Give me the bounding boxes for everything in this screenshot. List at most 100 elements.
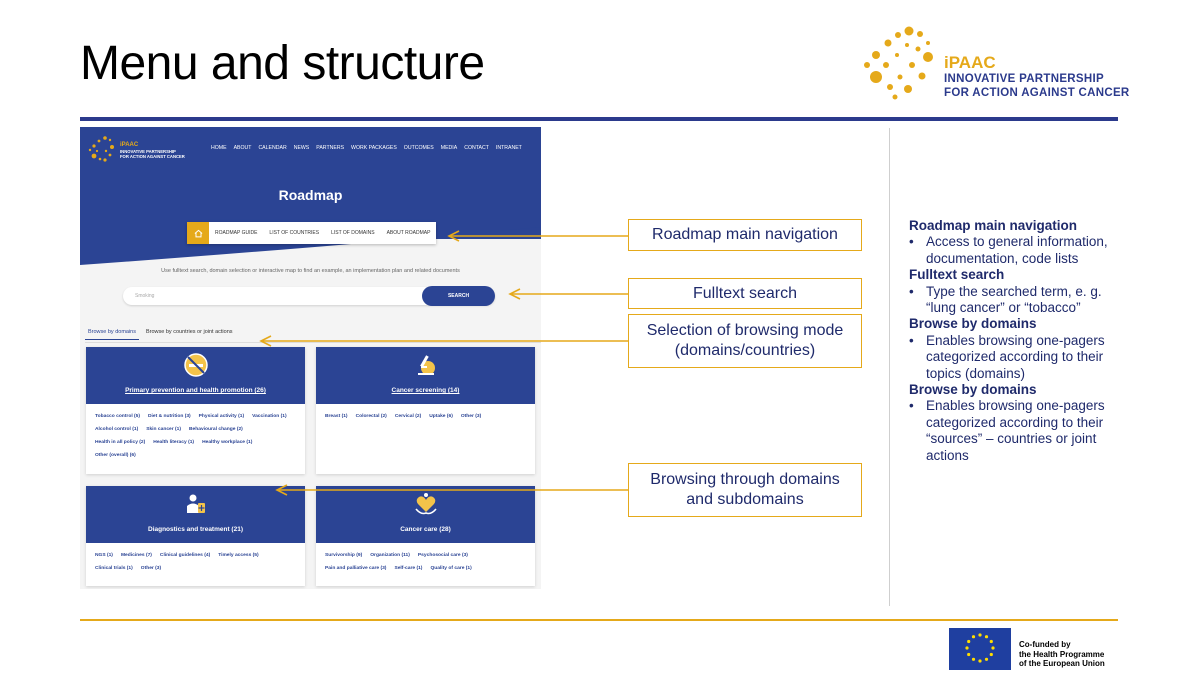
note-heading: Fulltext search [909,267,1005,283]
subdomain-link[interactable]: Cervical (2) [394,414,422,419]
search-button[interactable]: SEARCH [422,286,495,306]
subnav-list-of-countries[interactable]: LIST OF COUNTRIES [269,230,320,236]
nav-home[interactable]: HOME [211,145,227,151]
domain-card-cancer-care[interactable]: Cancer care (28) Survivorship (9) Organi… [316,486,535,586]
logo-tagline-1: INNOVATIVE PARTNERSHIP [944,73,1104,85]
card-title[interactable]: Cancer care (28) [400,526,451,533]
search-placeholder: Smoking [135,293,155,299]
bottom-rule [80,619,1118,621]
eu-funding-line-2: the Health Programme [1019,649,1105,659]
top-rule [80,117,1118,121]
subdomain-link[interactable]: Other (3) [460,414,482,419]
subdomain-link[interactable]: Survivorship (9) [325,553,363,558]
subdomain-link[interactable]: Clinical trials (1) [95,566,133,571]
callout-fulltext-search: Fulltext search [628,278,862,309]
site-main-nav: HOME ABOUT CALENDAR NEWS PARTNERS WORK P… [211,145,522,151]
note-heading: Roadmap main navigation [909,218,1078,233]
callout-browsing-domains: Browsing through domains and subdomains [628,463,862,517]
site-logo-name: iPAAC [120,142,139,148]
subdomain-link[interactable]: Health literacy (1) [153,440,195,445]
site-logo-line-2: FOR ACTION AGAINST CANCER [120,154,185,159]
eu-funding-line-1: Co-funded by [1019,640,1071,649]
subdomain-link[interactable]: Quality of care (1) [430,566,472,571]
no-smoking-icon [183,353,208,377]
subdomain-link[interactable]: Other (3) [140,566,162,571]
subdomain-link[interactable]: Alcohol control (1) [95,427,139,432]
roadmap-website-screenshot: iPAAC INNOVATIVE PARTNERSHIP FOR ACTION … [80,127,541,589]
nav-intranet[interactable]: INTRANET [495,145,522,151]
callout-browsing-domains-line-1: Browsing through domains [650,471,840,488]
subdomain-link[interactable]: Self-care (1) [394,566,423,571]
home-icon [194,229,202,237]
site-logo-line-1: INNOVATIVE PARTNERSHIP [120,149,176,154]
domain-card-primary-prevention[interactable]: Primary prevention and health promotion … [86,347,305,474]
subnav-home-button[interactable] [187,222,209,244]
card-header: Diagnostics and treatment (21) [86,486,305,543]
nav-partners[interactable]: PARTNERS [316,145,345,151]
eu-flag-icon [949,628,1011,670]
nav-about[interactable]: ABOUT [233,145,252,151]
nav-work-packages[interactable]: WORK PACKAGES [351,145,397,151]
note-bullet: Type the searched term, e. g. “lung canc… [909,284,1129,317]
doctor-icon [186,494,205,513]
subdomain-link[interactable]: Behavioural change (2) [189,427,243,432]
note-bullet: Enables browsing one-pagers categorized … [909,398,1129,464]
subnav-list-of-domains[interactable]: LIST OF DOMAINS [331,230,375,236]
card-header: Cancer screening (14) [316,347,535,404]
subdomain-link[interactable]: Organization (11) [370,553,410,558]
subdomain-link[interactable]: Diet & nutrition (3) [148,414,191,419]
browse-mode-tabs: Browse by domains Browse by countries or… [85,327,236,340]
subdomain-link[interactable]: Other (overall) (6) [95,453,136,458]
card-subdomains: Breast (1) Colorectal (2) Cervical (2) U… [316,404,535,427]
subdomain-link[interactable]: Skin cancer (1) [146,427,181,432]
fulltext-search-input[interactable]: Smoking [123,287,495,305]
domain-card-diagnostics-treatment[interactable]: Diagnostics and treatment (21) NGS (1) M… [86,486,305,586]
subdomain-link[interactable]: Colorectal (2) [355,414,387,419]
eu-funding-text: Co-funded by the Health Programme of the… [1019,640,1105,669]
notes-panel: Roadmap main navigation Access to genera… [909,218,1129,464]
microscope-icon [417,355,435,375]
logo-dots-icon [864,26,933,100]
vertical-divider [889,128,890,606]
nav-contact[interactable]: CONTACT [464,145,489,151]
callout-main-navigation-text: Roadmap main navigation [652,226,838,243]
nav-calendar[interactable]: CALENDAR [258,145,287,151]
slide-title: Menu and structure [80,37,485,90]
callout-main-navigation: Roadmap main navigation [628,219,862,251]
subdomain-link[interactable]: Psychosocial care (3) [417,553,468,558]
note-heading: Browse by domains [909,382,1037,398]
subdomain-link[interactable]: NGS (1) [95,553,113,558]
card-title[interactable]: Cancer screening (14) [391,387,460,394]
card-title[interactable]: Primary prevention and health promotion … [125,387,266,394]
tab-browse-by-domains[interactable]: Browse by domains [85,327,139,340]
tab-browse-by-countries[interactable]: Browse by countries or joint actions [146,329,233,335]
subdomain-link[interactable]: Health in all policy (2) [95,440,146,445]
subdomain-link[interactable]: Healthy workplace (1) [202,440,253,445]
subnav-about-roadmap[interactable]: ABOUT ROADMAP [386,230,431,236]
subdomain-link[interactable]: Uptake (6) [429,414,453,419]
note-bullet: Access to general information, documenta… [909,234,1129,267]
subdomain-link[interactable]: Vaccination (1) [252,414,287,419]
subdomain-link[interactable]: Physical activity (1) [198,414,245,419]
card-subdomains: NGS (1) Medicines (7) Clinical guideline… [86,543,305,579]
subdomain-link[interactable]: Timely access (5) [218,553,259,558]
subdomain-link[interactable]: Breast (1) [325,414,348,419]
nav-outcomes[interactable]: OUTCOMES [403,145,434,151]
subdomain-link[interactable]: Medicines (7) [120,553,152,558]
card-title[interactable]: Diagnostics and treatment (21) [148,526,243,533]
callout-browsing-domains-line-2: and subdomains [686,491,804,508]
eu-funding-line-3: of the European Union [1019,659,1105,668]
ipaac-logo: iPAAC INNOVATIVE PARTNERSHIP FOR ACTION … [862,25,1129,105]
callout-browsing-mode-line-1: Selection of browsing mode [646,322,844,339]
nav-news[interactable]: NEWS [293,145,310,151]
subnav-roadmap-guide[interactable]: ROADMAP GUIDE [215,230,258,236]
note-bullet: Enables browsing one-pagers categorized … [909,333,1129,382]
domain-card-cancer-screening[interactable]: Cancer screening (14) Breast (1) Colorec… [316,347,535,474]
subdomain-link[interactable]: Clinical guidelines (4) [159,553,211,558]
nav-media[interactable]: MEDIA [440,145,458,151]
card-subdomains: Survivorship (9) Organization (11) Psych… [316,543,535,579]
subdomain-link[interactable]: Pain and palliative care (3) [325,566,387,571]
logo-tagline-2: FOR ACTION AGAINST CANCER [944,87,1130,99]
subdomain-link[interactable]: Tobacco control (5) [95,414,141,419]
note-heading: Browse by domains [909,316,1037,332]
